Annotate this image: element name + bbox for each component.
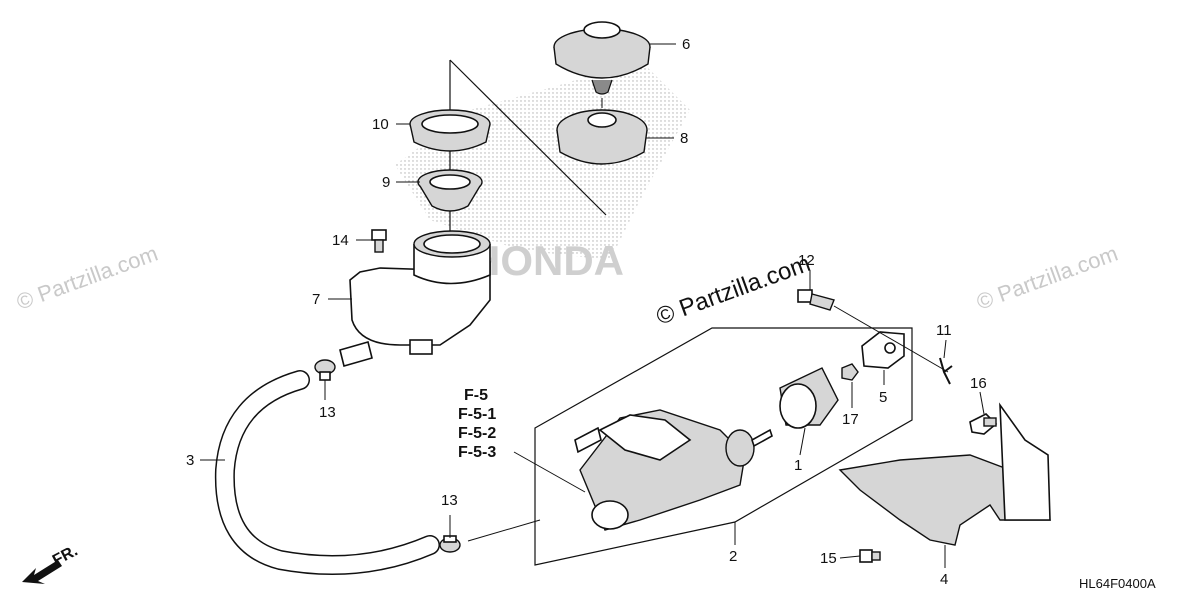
bolt-15	[859, 549, 881, 563]
callout-6: 6	[682, 36, 690, 53]
ref-f5: F-5	[464, 387, 488, 404]
callout-17: 17	[842, 411, 859, 428]
master-cylinder-frame	[534, 327, 913, 566]
ring-10	[409, 109, 491, 152]
reservoir-cap	[553, 21, 651, 95]
callout-13-top: 13	[319, 404, 336, 421]
watermark-faint-right: © Partzilla.com	[973, 241, 1121, 315]
callout-10: 10	[372, 116, 389, 133]
callout-4: 4	[940, 571, 948, 588]
clip-13-bottom	[439, 535, 461, 553]
clip-16	[969, 413, 998, 435]
callout-8: 8	[680, 130, 688, 147]
reservoir-7	[339, 230, 491, 367]
nut-17	[841, 363, 859, 381]
callout-7: 7	[312, 291, 320, 308]
cap-frame-line	[449, 59, 607, 216]
clip-13-top	[314, 359, 336, 381]
watermark-brand: HONDA	[470, 237, 624, 284]
callout-2: 2	[729, 548, 737, 565]
watermark-main: © Partzilla.com	[653, 250, 814, 331]
diagram-code: HL64F0400A	[1079, 576, 1156, 591]
ref-f5-3: F-5-3	[458, 444, 496, 461]
callout-1: 1	[794, 457, 802, 474]
callout-14: 14	[332, 232, 349, 249]
callout-3: 3	[186, 452, 194, 469]
callout-15: 15	[820, 550, 837, 567]
bolt-12	[797, 289, 835, 311]
cap-plate	[556, 98, 648, 165]
ref-f5-2: F-5-2	[458, 425, 496, 442]
master-cylinder-2	[574, 409, 773, 531]
callout-5: 5	[879, 389, 887, 406]
watermark-faint-left: © Partzilla.com	[13, 241, 161, 315]
callout-13-bottom: 13	[441, 492, 458, 509]
callout-16: 16	[970, 375, 987, 392]
callout-12: 12	[798, 252, 815, 269]
ref-f5-1: F-5-1	[458, 406, 496, 423]
diaphragm-9	[417, 169, 483, 212]
bolt-14	[371, 229, 387, 253]
shading-band	[395, 60, 690, 260]
boot-1	[779, 367, 839, 429]
callout-9: 9	[382, 174, 390, 191]
bolt-12-axis	[833, 305, 949, 373]
callout-11: 11	[936, 322, 952, 339]
leader-lines	[200, 43, 985, 568]
bracket-cover-4	[838, 402, 1051, 546]
pin-11	[939, 357, 953, 385]
front-direction-arrow: FR.	[22, 542, 81, 584]
bracket-5	[861, 331, 905, 369]
